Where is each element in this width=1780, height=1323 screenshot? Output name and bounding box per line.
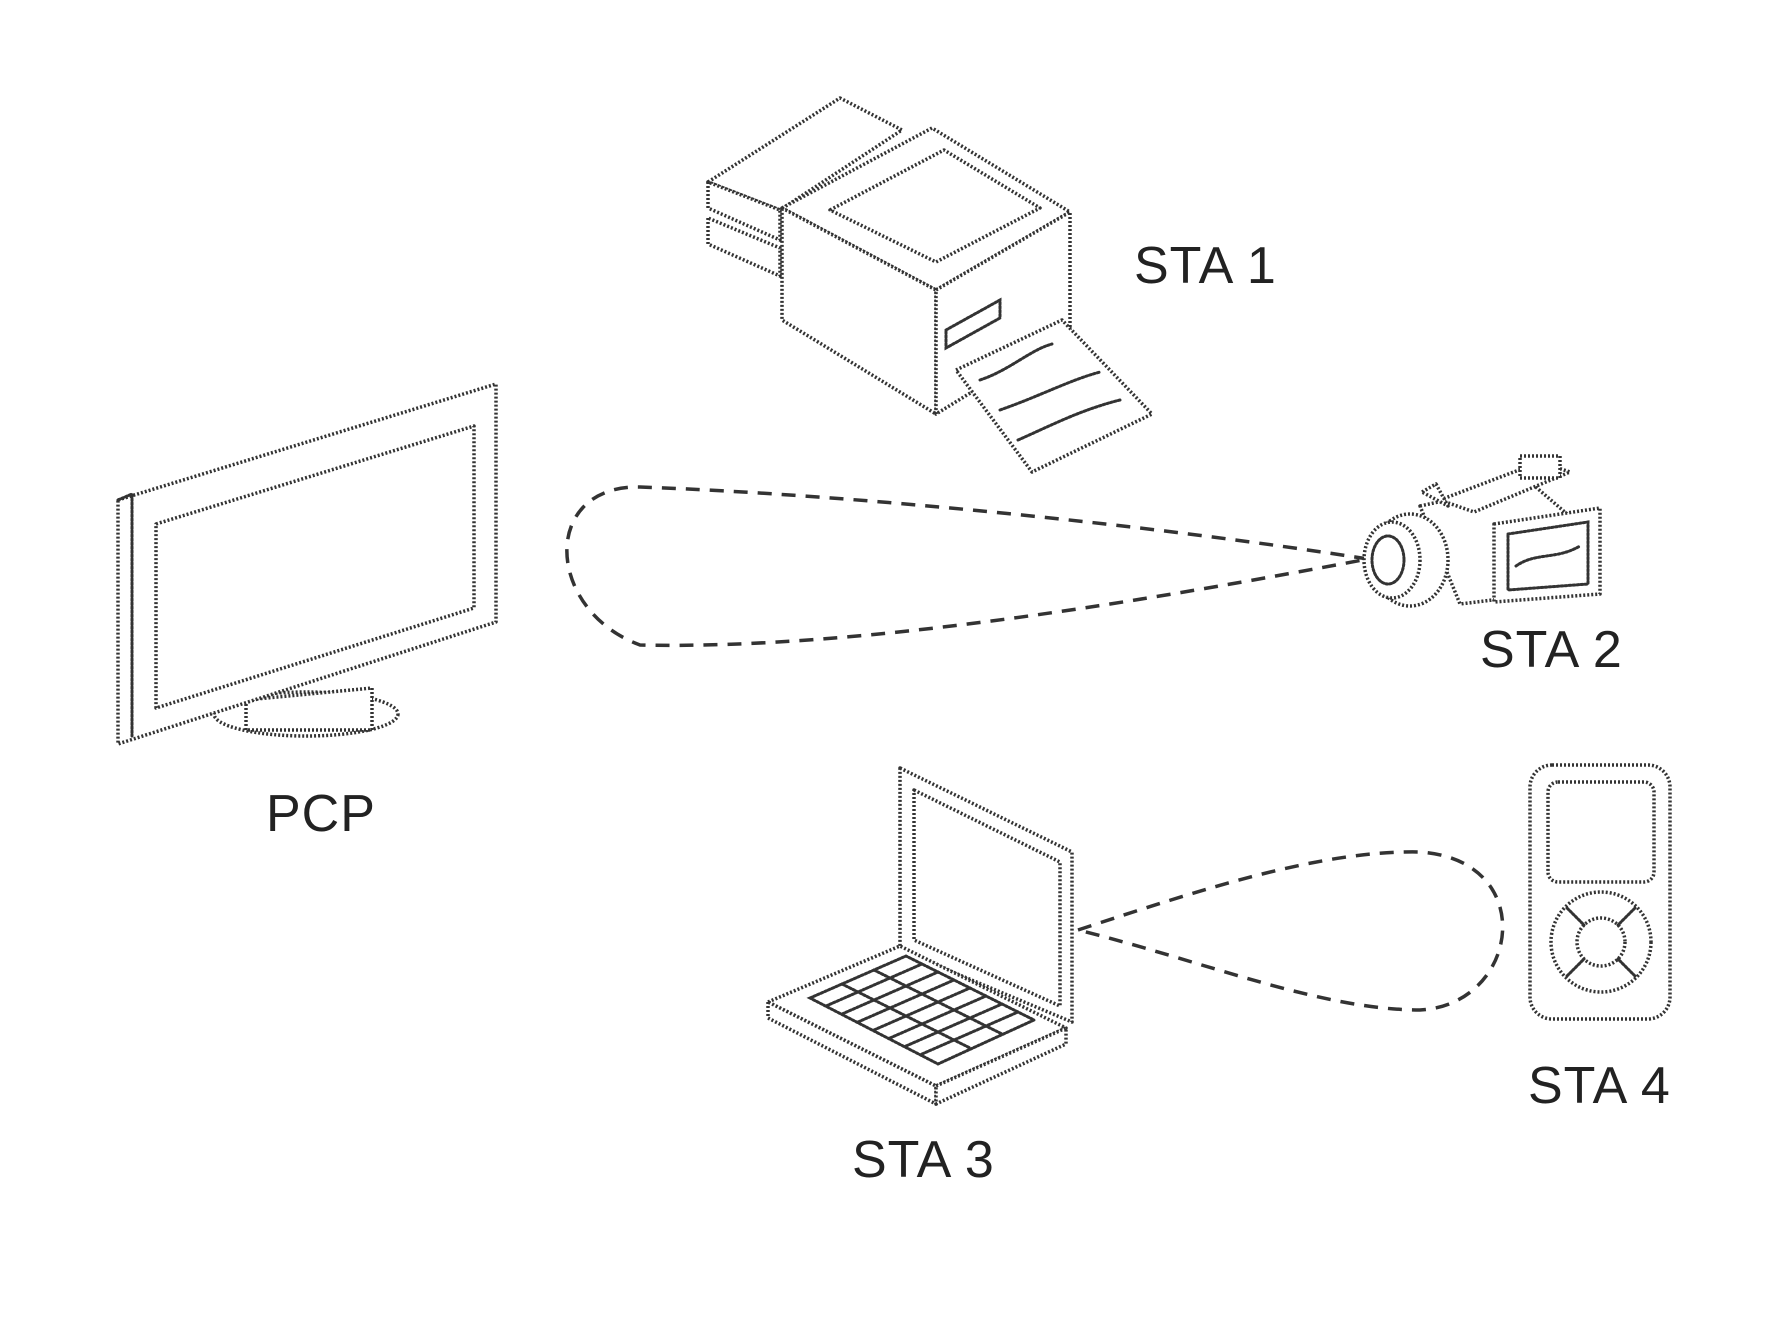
- printer-icon: [708, 98, 1152, 472]
- pcp-label: PCP: [266, 784, 376, 844]
- link-sta3-sta4: [1078, 852, 1503, 1010]
- camcorder-icon: [1364, 456, 1600, 606]
- tv-monitor-icon: [118, 384, 496, 744]
- sta3-label: STA 3: [852, 1130, 995, 1190]
- sta4-label: STA 4: [1528, 1056, 1671, 1116]
- link-pcp-sta2: [567, 487, 1368, 645]
- sta1-label: STA 1: [1134, 236, 1277, 296]
- sta2-label: STA 2: [1480, 620, 1623, 680]
- laptop-icon: [768, 768, 1072, 1104]
- media-player-icon: [1530, 765, 1670, 1019]
